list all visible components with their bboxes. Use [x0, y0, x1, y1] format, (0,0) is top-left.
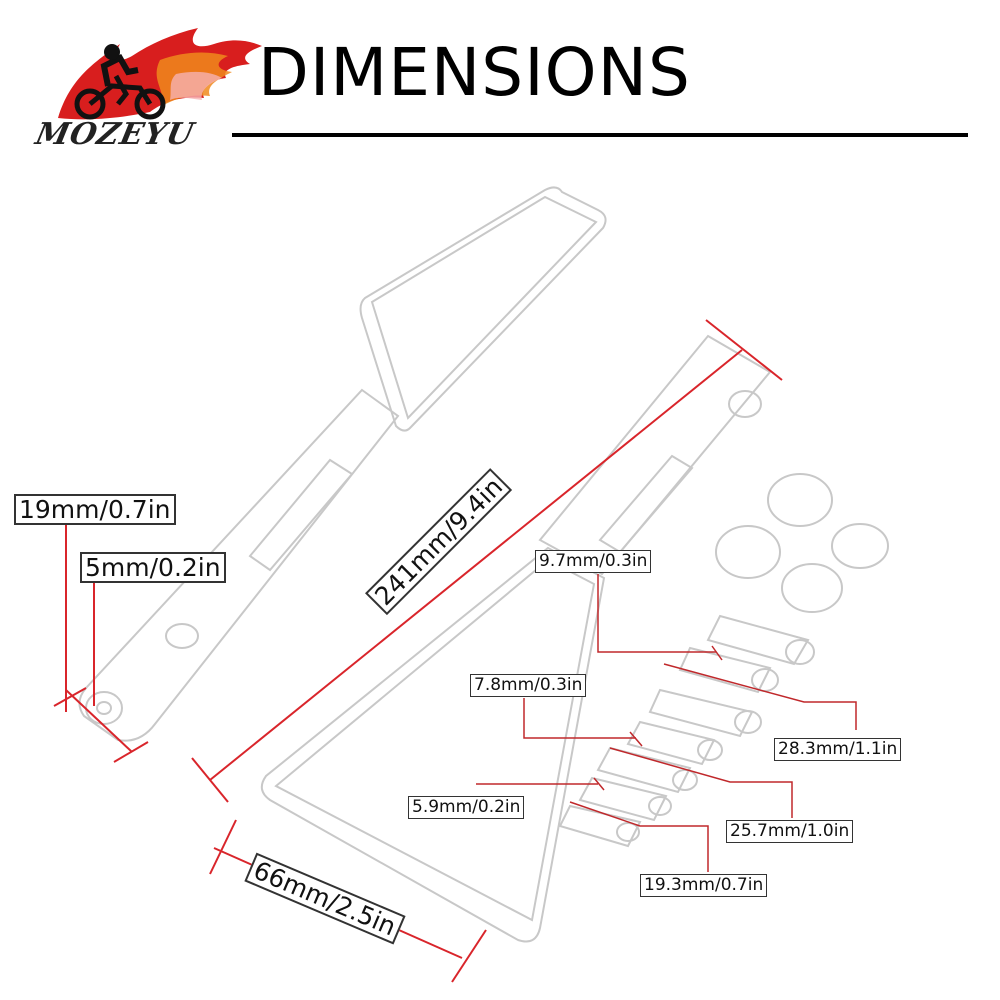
- bolt-c-length-label: 19.3mm/0.7in: [640, 874, 768, 897]
- dim-66-tick-end: [451, 929, 487, 983]
- bolt-4-head: [697, 739, 723, 761]
- bolt-3-head: [734, 710, 762, 734]
- bolt-1: [706, 614, 810, 666]
- dim-241-tick-end: [705, 319, 783, 381]
- right-mirror-glass: [274, 558, 596, 922]
- bolt-7-head: [616, 822, 640, 842]
- leader-9-7-tick: [711, 645, 723, 661]
- bolt-5: [596, 746, 692, 794]
- bolt-4: [626, 720, 716, 766]
- dim-241-tick-start: [191, 757, 229, 803]
- cap-3: [831, 523, 889, 569]
- cap-2: [715, 525, 781, 579]
- bolt-a-diameter-label: 9.7mm/0.3in: [535, 550, 652, 573]
- bolt-3: [648, 688, 754, 738]
- leader-25-7: [609, 747, 793, 818]
- left-stem-bolt: [165, 623, 199, 649]
- bolt-b-length-label: 25.7mm/1.0in: [726, 820, 854, 843]
- left-mirror-head: [359, 186, 607, 432]
- bolt-2: [678, 646, 772, 694]
- left-stem-slot: [248, 458, 354, 572]
- flame-pink: [170, 71, 222, 100]
- dim-66-tick-start: [209, 819, 237, 875]
- leader-5-9-tick: [593, 777, 605, 791]
- right-mirror-head: [260, 546, 606, 943]
- dim-19-tick-end: [113, 741, 149, 763]
- page-title: DIMENSIONS: [258, 34, 691, 111]
- leader-lines: [476, 574, 857, 872]
- stem-diameter-label: 19mm/0.7in: [14, 494, 176, 525]
- cap-1: [767, 473, 833, 527]
- brand-name: MOZEYU: [32, 117, 198, 152]
- dim-241-line: [209, 349, 743, 781]
- bolt-a-length-label: 28.3mm/1.1in: [774, 738, 902, 761]
- bolt-6-head: [648, 796, 672, 816]
- bolt-c-diameter-label: 5.9mm/0.2in: [408, 796, 525, 819]
- leader-9-7: [597, 574, 716, 653]
- right-mirror-stem: [538, 334, 772, 576]
- left-stem-end: [85, 691, 123, 725]
- leader-28-3: [663, 663, 857, 730]
- bolt-7: [558, 804, 642, 848]
- dim-19-tick-start: [53, 687, 87, 707]
- rider-icon: [74, 44, 166, 120]
- right-stem-bolt: [728, 390, 762, 418]
- bolt-hole-label: 5mm/0.2in: [80, 552, 226, 583]
- bolt-1-head: [785, 639, 815, 665]
- left-stem-hole: [96, 701, 112, 715]
- leader-7-8-tick: [629, 731, 643, 747]
- left-mirror-glass: [370, 195, 598, 420]
- dim-19-diagonal: [65, 689, 133, 753]
- bolt-b-diameter-label: 7.8mm/0.3in: [470, 674, 587, 697]
- right-stem-slot: [598, 454, 694, 554]
- right-mirror-outline: [260, 334, 772, 943]
- bolt-6: [578, 776, 668, 822]
- leader-7-8: [523, 698, 636, 739]
- leader-19-3: [569, 801, 709, 872]
- left-mirror-outline: [78, 186, 607, 742]
- title-underline: [232, 133, 968, 137]
- cap-4: [781, 563, 843, 613]
- brand-logo: [58, 28, 262, 120]
